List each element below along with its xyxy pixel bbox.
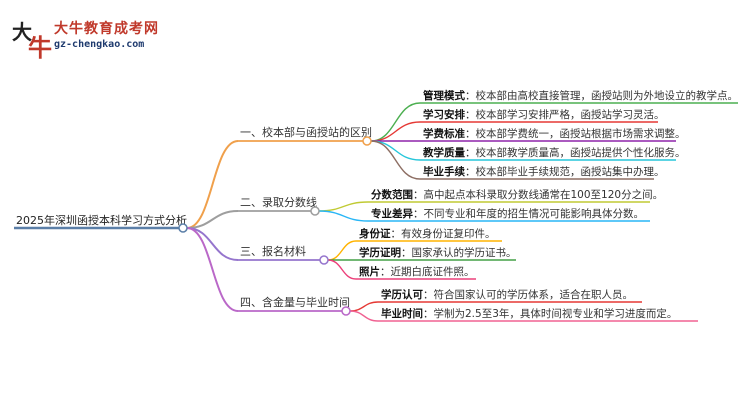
leaf-text: ：校本部由高校直接管理，函授站则为外地设立的教学点。 xyxy=(465,89,738,102)
leaf-text: ：学制为2.5至3年，具体时间视专业和学习进度而定。 xyxy=(423,307,677,320)
edge-root-to-branch-3 xyxy=(186,227,239,261)
mind-map-edges xyxy=(14,102,738,322)
mind-map-nodes: 2025年深圳函授本科学习方式分析 一、校本部与函授站的区别 管理模式：校本部由高校… xyxy=(16,89,738,320)
branch-1-leaf-5: 毕业手续：校本部毕业手续规范，函授站集中办理。 xyxy=(423,165,665,178)
leaf-text: ：近期白底证件照。 xyxy=(380,265,475,278)
branch-3-collapse-toggle[interactable] xyxy=(319,255,329,265)
logo-glyph-1: 大 xyxy=(12,20,32,44)
edge-branch-1-leaf-4 xyxy=(370,140,421,161)
edge-branch-2-leaf-2 xyxy=(318,210,369,222)
branch-2-collapse-toggle[interactable] xyxy=(310,206,320,216)
branch-4-collapse-toggle[interactable] xyxy=(341,306,351,316)
leaf-text: ：校本部教学质量高，函授站提供个性化服务。 xyxy=(465,146,686,159)
leaf-text: ：高中起点本科录取分数线通常在100至120分之间。 xyxy=(413,188,663,201)
leaf-key: 毕业手续 xyxy=(423,165,465,178)
leaf-key: 专业差异 xyxy=(371,207,413,220)
edge-root-to-branch-2 xyxy=(186,210,239,229)
branch-3-leaf-2: 学历证明：国家承认的学历证书。 xyxy=(359,246,517,259)
leaf-key: 教学质量 xyxy=(422,146,465,159)
edge-root-to-branch-1 xyxy=(186,140,239,229)
edge-branch-3-leaf-1 xyxy=(327,240,357,261)
branch-3-leaf-1: 身份证：有效身份证复印件。 xyxy=(359,227,496,240)
edge-branch-4-leaf-2 xyxy=(349,310,379,322)
leaf-text: ：校本部毕业手续规范，函授站集中办理。 xyxy=(465,165,665,178)
leaf-key: 照片 xyxy=(359,265,380,278)
branch-1-leaf-3: 学费标准：校本部学费统一，函授站根据市场需求调整。 xyxy=(423,127,686,140)
edge-branch-4-leaf-1 xyxy=(349,301,379,312)
branch-1-leaf-4: 教学质量：校本部教学质量高，函授站提供个性化服务。 xyxy=(422,146,686,159)
root-topic: 2025年深圳函授本科学习方式分析 xyxy=(16,213,187,227)
leaf-text: ：校本部学习安排严格，函授站学习灵活。 xyxy=(465,108,665,121)
logo-mark: 大 牛 xyxy=(10,14,52,62)
leaf-text: ：校本部学费统一，函授站根据市场需求调整。 xyxy=(465,127,686,140)
leaf-key: 学费标准 xyxy=(423,127,465,140)
leaf-key: 身份证 xyxy=(359,227,391,240)
logo-url: gz-chengkao.com xyxy=(54,39,145,50)
leaf-key: 毕业时间 xyxy=(381,307,423,320)
leaf-text: ：国家承认的学历证书。 xyxy=(401,246,517,259)
leaf-key: 学历认可 xyxy=(381,288,423,301)
branch-2-label: 二、录取分数线 xyxy=(240,195,317,209)
leaf-text: ：不同专业和年度的招生情况可能影响具体分数。 xyxy=(413,207,644,220)
logo-glyph-2: 牛 xyxy=(28,33,52,62)
branch-2-leaf-2: 专业差异：不同专业和年度的招生情况可能影响具体分数。 xyxy=(371,207,644,220)
edge-root-to-branch-4 xyxy=(186,227,239,312)
branch-3-leaf-3: 照片：近期白底证件照。 xyxy=(359,265,475,278)
site-logo[interactable]: 大 牛 大牛教育成考网 gz-chengkao.com xyxy=(10,14,160,62)
branch-4-leaf-1: 学历认可：符合国家认可的学历体系，适合在职人员。 xyxy=(381,288,633,301)
edge-branch-1-leaf-2 xyxy=(370,121,421,142)
root-collapse-toggle[interactable] xyxy=(178,223,188,233)
logo-title: 大牛教育成考网 xyxy=(54,21,159,37)
branch-4-label: 四、含金量与毕业时间 xyxy=(240,295,350,309)
leaf-text: ：符合国家认可的学历体系，适合在职人员。 xyxy=(423,288,633,301)
branch-4-leaf-2: 毕业时间：学制为2.5至3年，具体时间视专业和学习进度而定。 xyxy=(381,307,677,320)
leaf-key: 学历证明 xyxy=(359,246,401,259)
branch-1-leaf-1: 管理模式：校本部由高校直接管理，函授站则为外地设立的教学点。 xyxy=(423,89,738,102)
leaf-key: 管理模式 xyxy=(423,89,465,102)
edge-branch-2-leaf-1 xyxy=(318,201,369,212)
leaf-key: 学习安排 xyxy=(423,108,465,121)
branch-2-leaf-1: 分数范围：高中起点本科录取分数线通常在100至120分之间。 xyxy=(371,188,663,201)
leaf-key: 分数范围 xyxy=(371,188,413,201)
edge-branch-1-leaf-5 xyxy=(370,140,421,180)
leaf-text: ：有效身份证复印件。 xyxy=(391,227,496,240)
branch-1-label: 一、校本部与函授站的区别 xyxy=(240,125,372,139)
branch-3-label: 三、报名材料 xyxy=(240,244,306,258)
branch-1-collapse-toggle[interactable] xyxy=(362,136,372,146)
edge-branch-3-leaf-3 xyxy=(327,259,357,280)
branch-1-leaf-2: 学习安排：校本部学习安排严格，函授站学习灵活。 xyxy=(423,108,665,121)
